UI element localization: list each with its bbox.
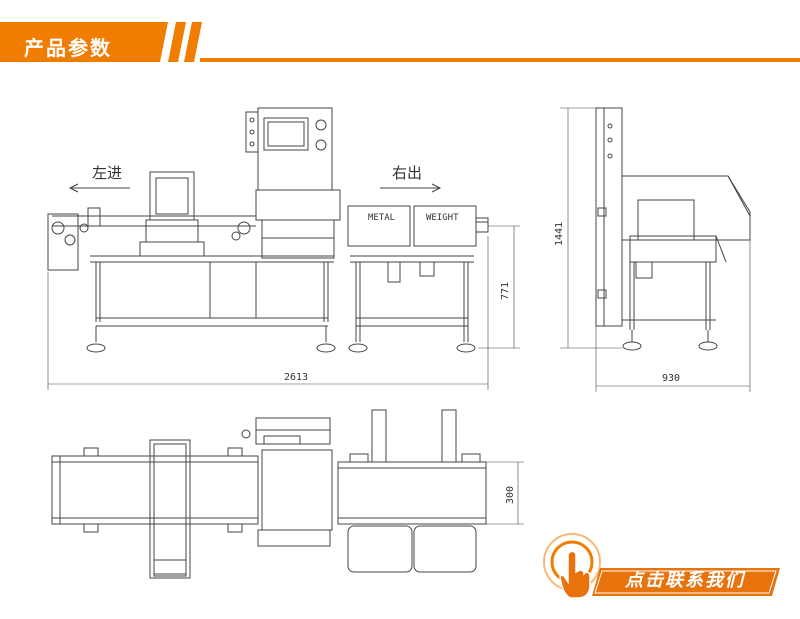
cta-graphic [543,533,780,596]
label-in: 左进 [92,164,122,182]
dim-belt-width: 300 [505,486,516,504]
page-title: 产品参数 [24,36,112,60]
dim-total-height: 1441 [554,222,565,246]
top-view: 300 [51,409,524,579]
side-view: 1441 930 [554,107,751,392]
contact-us-label[interactable]: 点击联系我们 [625,570,745,591]
hand-pointer-icon [559,550,591,599]
dim-total-width: 2613 [284,372,308,383]
box-weight-label: WEIGHT [426,213,459,223]
label-out: 右出 [392,164,422,182]
contact-us-button[interactable] [540,530,790,610]
front-view: 左进 右出 [47,107,520,390]
dim-depth: 930 [662,373,680,384]
box-metal-label: METAL [368,213,395,223]
header-banner [0,0,800,80]
banner-graphic [0,22,800,62]
dim-conveyor-height: 771 [500,282,511,300]
